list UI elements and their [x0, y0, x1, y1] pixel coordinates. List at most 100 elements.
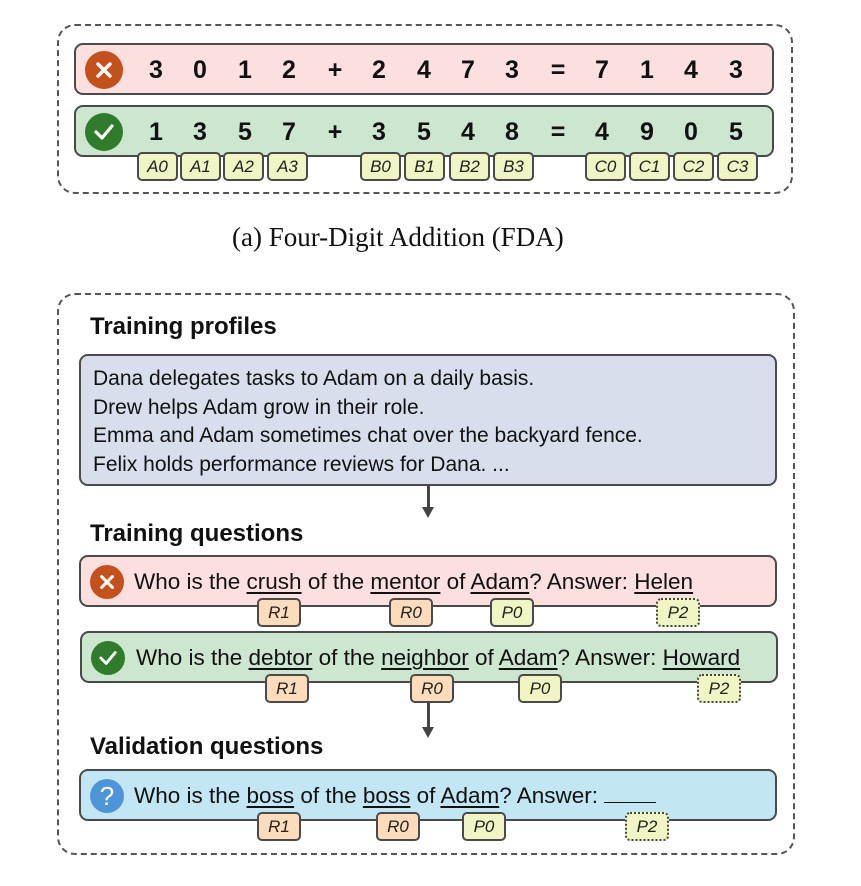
fda-token: 2 [372, 56, 386, 84]
question-connector: of [468, 645, 499, 670]
fda-token: 9 [640, 118, 654, 146]
profile-line: Drew helps Adam grow in their role. [93, 395, 425, 419]
entity-p0: Adam [470, 569, 530, 594]
fda-token: 3 [193, 118, 207, 146]
fda-token: 2 [282, 56, 296, 84]
profile-line: Dana delegates tasks to Adam on a daily … [93, 367, 535, 390]
fda-token: 7 [461, 56, 475, 84]
fda-token: 1 [640, 56, 654, 84]
answer-blank [604, 780, 657, 803]
training-questions-heading: Training questions [90, 520, 304, 547]
relation-tag-r0: R0 [376, 812, 420, 841]
flow-arrow-line [427, 486, 430, 508]
fda-correct-row: 1 3 5 7 + 3 5 4 8 = 4 9 0 5 [74, 105, 774, 157]
relation-r1: boss [246, 783, 295, 808]
fda-panel [57, 24, 793, 194]
check-icon [91, 641, 125, 675]
position-tag-a0: A0 [137, 152, 178, 181]
entity-p0: Adam [498, 645, 558, 670]
profile-line: Felix holds performance reviews for Dana… [93, 452, 510, 476]
position-tag-p0: P0 [518, 674, 562, 703]
profiles-panel [57, 293, 795, 855]
question-prefix: Who is the [134, 783, 247, 808]
fda-token: 5 [238, 118, 252, 146]
fda-token: 1 [149, 118, 163, 146]
question-text: Who is the boss of the boss of Adam? Ans… [134, 771, 657, 821]
position-tag-c0: C0 [585, 152, 626, 181]
position-tag-a1: A1 [180, 152, 221, 181]
arrow-down-icon [422, 507, 434, 518]
fda-token: 0 [193, 56, 207, 84]
training-profiles-heading: Training profiles [90, 313, 277, 340]
fda-operator: = [550, 56, 566, 84]
fda-incorrect-row: 3 0 1 2 + 2 4 7 3 = 7 1 4 3 [74, 43, 774, 95]
profile-line: Emma and Adam sometimes chat over the ba… [93, 424, 643, 447]
question-connector: ? Answer: [557, 645, 663, 670]
position-tag-c2: C2 [673, 152, 714, 181]
position-tag-b3: B3 [493, 152, 534, 181]
fda-token: 3 [149, 56, 163, 84]
arrow-down-icon [422, 727, 434, 738]
fda-token: 5 [729, 118, 743, 146]
fda-token: 4 [417, 56, 431, 84]
entity-p0: Adam [440, 783, 500, 808]
x-icon [85, 51, 123, 89]
answer-p2: Howard [662, 645, 741, 670]
question-connector: ? Answer: [529, 569, 635, 594]
training-profiles-box: Dana delegates tasks to Adam on a daily … [79, 354, 777, 486]
fda-token: 0 [684, 118, 698, 146]
position-tag-a3: A3 [267, 152, 308, 181]
question-connector: of [440, 569, 471, 594]
fda-token: 3 [372, 118, 386, 146]
relation-r1: crush [246, 569, 302, 594]
fda-token: 4 [461, 118, 475, 146]
position-tag-b1: B1 [404, 152, 445, 181]
fda-token: 1 [238, 56, 252, 84]
relation-tag-r1: R1 [265, 674, 309, 703]
position-tag-p0: P0 [462, 812, 506, 841]
position-tag-a2: A2 [223, 152, 264, 181]
relation-r0: mentor [370, 569, 441, 594]
question-prefix: Who is the [134, 569, 247, 594]
x-icon [90, 565, 124, 599]
question-connector: of the [294, 783, 363, 808]
position-tag-p2: P2 [656, 598, 700, 627]
relation-tag-r1: R1 [257, 812, 301, 841]
relation-tag-r0: R0 [410, 674, 454, 703]
fda-operator: + [327, 118, 343, 146]
position-tag-p2: P2 [625, 812, 669, 841]
validation-question: ? Who is the boss of the boss of Adam? A… [79, 769, 777, 821]
answer-p2: Helen [634, 569, 694, 594]
flow-arrow-line [427, 703, 430, 727]
position-tag-c3: C3 [717, 152, 758, 181]
fda-token: 8 [505, 118, 519, 146]
relation-r1: debtor [248, 645, 313, 670]
position-tag-b2: B2 [449, 152, 490, 181]
question-text: Who is the debtor of the neighbor of Ada… [136, 633, 740, 683]
fda-operator: + [327, 56, 343, 84]
fda-token: 7 [595, 56, 609, 84]
question-icon: ? [90, 779, 124, 813]
fda-token: 3 [505, 56, 519, 84]
relation-tag-r0: R0 [389, 598, 433, 627]
question-connector: of the [312, 645, 382, 670]
fda-token: 4 [595, 118, 609, 146]
fda-token: 5 [417, 118, 431, 146]
relation-tag-r1: R1 [257, 598, 301, 627]
position-tag-b0: B0 [360, 152, 401, 181]
position-tag-c1: C1 [629, 152, 670, 181]
relation-r0: neighbor [381, 645, 469, 670]
position-tag-p2: P2 [697, 674, 741, 703]
question-connector: of the [301, 569, 371, 594]
question-prefix: Who is the [136, 645, 249, 670]
question-connector: ? Answer: [499, 783, 605, 808]
question-connector: of [410, 783, 441, 808]
fda-caption: (a) Four-Digit Addition (FDA) [232, 222, 564, 252]
fda-token: 3 [729, 56, 743, 84]
validation-questions-heading: Validation questions [90, 733, 324, 760]
fda-token: 7 [282, 118, 296, 146]
position-tag-p0: P0 [490, 598, 534, 627]
fda-token: 4 [684, 56, 698, 84]
question-text: Who is the crush of the mentor of Adam? … [134, 557, 693, 607]
check-icon [85, 113, 123, 151]
